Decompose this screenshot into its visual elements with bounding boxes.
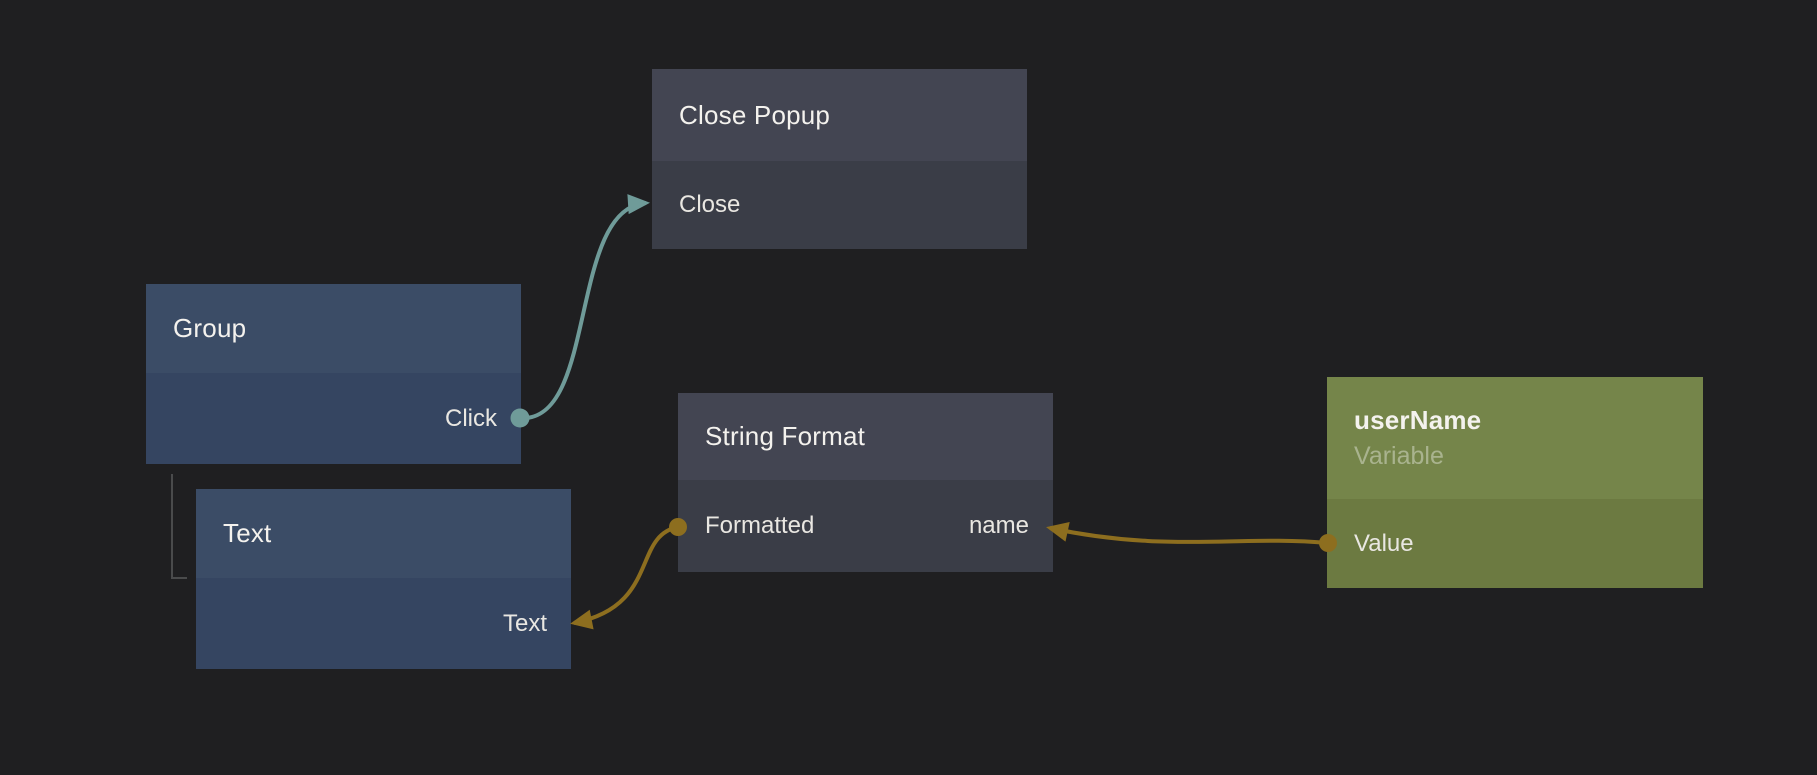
node-group-body: Click — [146, 373, 521, 464]
port-text-input[interactable]: Text — [502, 609, 547, 637]
node-string-format-body: Formatted name — [678, 480, 1053, 572]
node-text-title: Text — [223, 518, 272, 548]
node-text[interactable]: Text Text — [196, 489, 571, 669]
node-username-variable[interactable]: userName Variable Value — [1327, 377, 1703, 588]
node-username-body: Value — [1327, 499, 1703, 588]
connection-value-to-name[interactable] — [1046, 522, 1337, 552]
node-group[interactable]: Group Click — [146, 284, 521, 464]
node-group-header[interactable]: Group — [146, 284, 521, 373]
hierarchy-connector-group-text — [171, 474, 187, 579]
node-close-popup-header[interactable]: Close Popup — [652, 69, 1027, 161]
node-username-header[interactable]: userName Variable — [1327, 377, 1703, 499]
connection-formatted-to-text[interactable] — [570, 518, 687, 630]
node-string-format-header[interactable]: String Format — [678, 393, 1053, 480]
port-close-input[interactable]: Close — [679, 191, 741, 218]
node-group-title: Group — [173, 313, 247, 343]
node-string-format-title: String Format — [705, 421, 866, 451]
connection-click-to-close[interactable] — [510, 194, 650, 428]
node-close-popup-title: Close Popup — [679, 99, 831, 130]
port-value-output[interactable]: Value — [1354, 529, 1414, 557]
node-text-header[interactable]: Text — [196, 489, 571, 578]
port-click-output[interactable]: Click — [445, 404, 497, 432]
node-close-popup-body: Close — [652, 161, 1027, 249]
node-close-popup[interactable]: Close Popup Close — [652, 69, 1027, 249]
port-formatted-output[interactable]: Formatted — [705, 512, 815, 539]
node-string-format[interactable]: String Format Formatted name — [678, 393, 1053, 572]
node-username-subtitle: Variable — [1354, 442, 1444, 470]
node-username-title: userName — [1354, 405, 1482, 435]
node-text-body: Text — [196, 578, 571, 669]
port-name-input[interactable]: name — [968, 512, 1029, 539]
